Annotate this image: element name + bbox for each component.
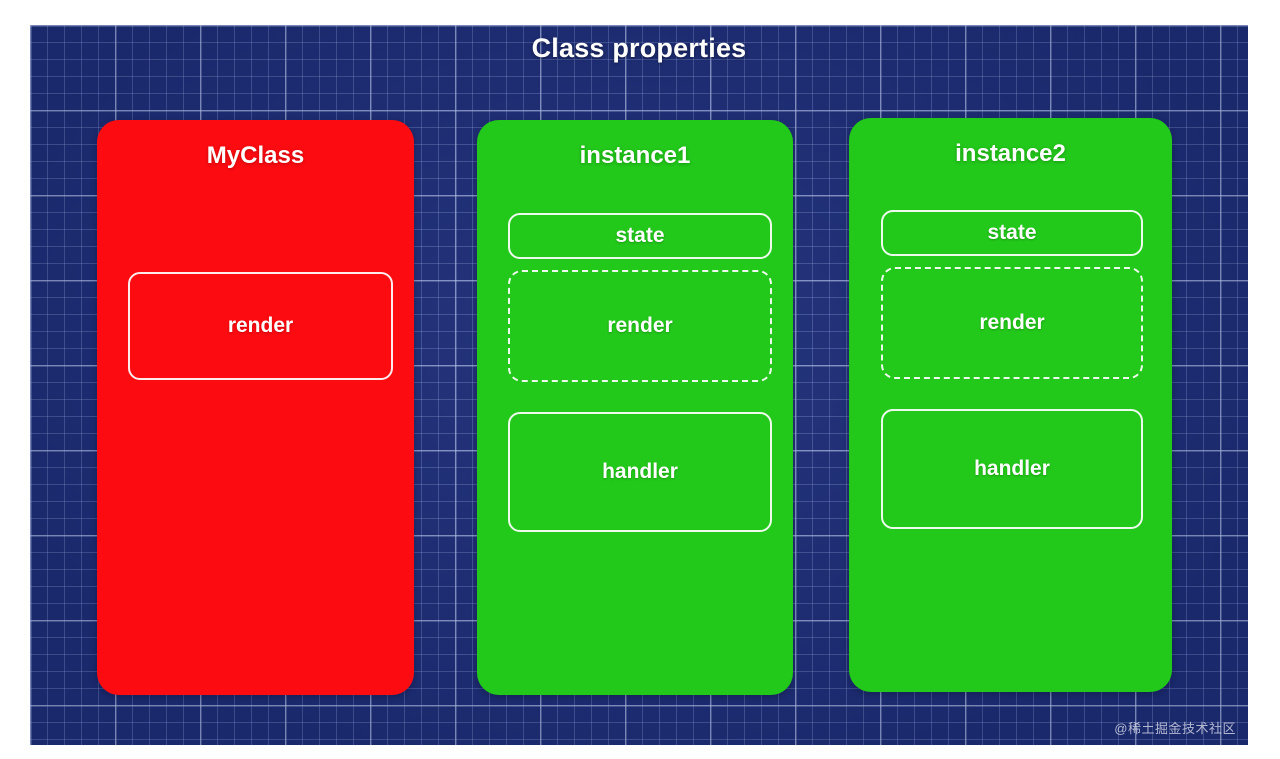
member-label: render (979, 311, 1045, 334)
member-label: render (227, 314, 294, 337)
watermark-text: @稀土掘金技术社区 (1114, 721, 1236, 736)
blueprint-canvas: Class properties MyClass render instance… (30, 25, 1248, 745)
member-box-render-instance2[interactable]: render (881, 267, 1143, 379)
instance-card-instance1[interactable]: instance1 state render handler (477, 120, 793, 695)
member-label: handler (974, 457, 1050, 480)
page-title: Class properties (531, 33, 747, 63)
member-box-handler-instance2[interactable]: handler (881, 409, 1143, 529)
member-box-handler-instance1[interactable]: handler (508, 412, 772, 532)
member-label: state (615, 224, 665, 247)
member-box-render-instance1[interactable]: render (508, 270, 772, 382)
member-label: render (607, 314, 673, 337)
class-card-myclass[interactable]: MyClass render (97, 120, 414, 695)
card-title-instance2: instance2 (955, 140, 1066, 167)
member-label: state (987, 221, 1037, 244)
member-box-render-myclass[interactable]: render (128, 272, 393, 380)
member-label: handler (602, 460, 678, 483)
member-box-state-instance2[interactable]: state (881, 210, 1143, 256)
card-title-instance1: instance1 (579, 142, 691, 169)
card-title-myclass: MyClass (206, 142, 305, 169)
instance-card-instance2[interactable]: instance2 state render handler (849, 118, 1172, 692)
member-box-state-instance1[interactable]: state (508, 213, 772, 259)
